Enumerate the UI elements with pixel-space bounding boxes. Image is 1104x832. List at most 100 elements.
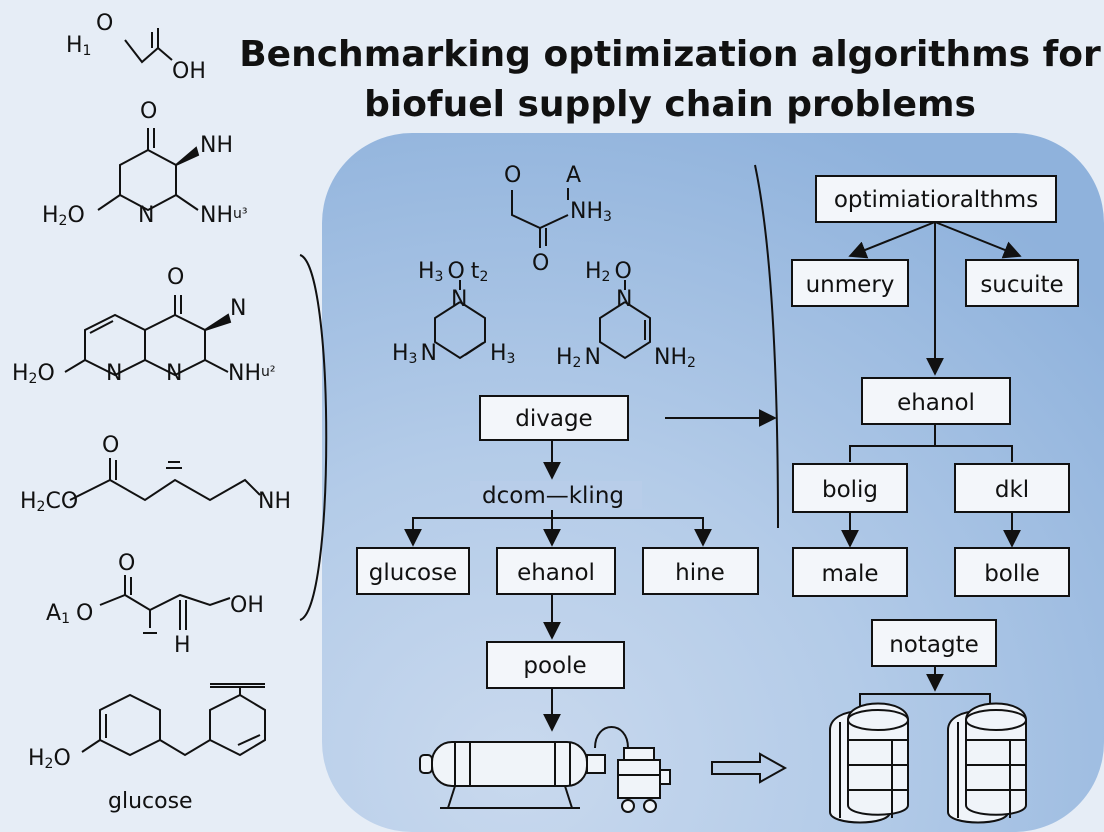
tank-right	[947, 702, 1027, 824]
title-line-1: Benchmarking optimization algorithms for	[239, 34, 1101, 75]
m3-n2: N	[166, 361, 182, 386]
m5-a1-o: O	[76, 601, 93, 626]
m2-nh3-sub: u³	[233, 206, 248, 222]
svg-text:NHu³: NHu³	[200, 203, 248, 228]
panel-molecules	[434, 188, 651, 360]
m3-o: O	[167, 265, 184, 290]
molecule-6	[81, 683, 266, 757]
pm-right-nh2: NH	[654, 345, 687, 370]
reactor-equipment	[419, 726, 671, 813]
pm-right-h2n-n: N	[584, 345, 600, 370]
box-male	[792, 547, 908, 597]
svg-text:NH2: NH2	[654, 345, 696, 371]
pm-right-n-top: N	[616, 287, 632, 312]
pm-right-nh2-sub: 2	[687, 355, 696, 371]
label-divage: divage	[515, 406, 592, 432]
bracket	[299, 254, 328, 621]
molecule-2	[97, 128, 200, 212]
box-bolle	[954, 547, 1070, 597]
pm-left-h3o-sub: 3	[435, 269, 444, 285]
box-hine	[642, 547, 759, 595]
pm-right-h2o-h: H	[585, 259, 602, 284]
svg-text:H2CO: H2CO	[20, 489, 78, 515]
pm-left-t2: t	[471, 259, 480, 284]
svg-text:H2N: H2N	[556, 345, 601, 371]
tank-left	[829, 702, 909, 824]
pm-left-n-top: N	[451, 287, 467, 312]
m3-nh2: NH	[228, 361, 261, 386]
svg-text:NH3: NH3	[570, 199, 612, 225]
page-title: Benchmarking optimization algorithms for…	[230, 30, 1104, 130]
label-hine: hine	[675, 560, 725, 586]
m5-oh: OH	[230, 593, 264, 618]
left-molecule-labels: H1 O OH O NH H2O N NHu³ O N H2O N N NHu²…	[12, 11, 291, 814]
svg-text:A1O: A1O	[46, 601, 93, 627]
flow-boxes	[356, 395, 759, 689]
label-unmery: unmery	[806, 272, 895, 298]
label-male: male	[821, 561, 878, 587]
title-line-2: biofuel supply chain problems	[364, 84, 976, 125]
box-ehanol-right	[861, 377, 1011, 425]
label-glucose: glucose	[369, 560, 457, 586]
svg-text:H1: H1	[66, 33, 91, 59]
m2-o: O	[140, 99, 157, 124]
m2-nh3: NH	[200, 203, 233, 228]
m3-h2o-o: O	[37, 361, 54, 386]
m5-o: O	[118, 551, 135, 576]
svg-text:NHu²: NHu²	[228, 361, 276, 386]
m6-h2o-sub: 2	[45, 756, 54, 772]
m4-h2co-co: CO	[45, 489, 78, 514]
pm-top-o2: O	[532, 251, 549, 276]
m1-o: O	[96, 11, 113, 36]
left-molecule-column	[64, 28, 266, 757]
pm-top-a: A	[566, 163, 581, 188]
label-ehanol-left: ehanol	[517, 560, 595, 586]
pm-right-h2n-h: H	[556, 345, 573, 370]
pm-top-nh3-sub: 3	[603, 209, 612, 225]
m4-o: O	[102, 433, 119, 458]
m1-h-sub: 1	[83, 43, 92, 59]
process-flow	[404, 409, 788, 784]
pm-left-h3n-sub: 3	[409, 351, 418, 367]
m3-h2o-h: H	[12, 361, 29, 386]
molecule-1	[124, 28, 173, 64]
m5-a1-sub: 1	[61, 611, 70, 627]
m3-h2o-sub: 2	[29, 371, 38, 387]
box-notagte	[871, 619, 997, 667]
box-divage	[479, 395, 629, 441]
svg-text:H2O: H2O	[585, 259, 632, 285]
m1-oh: OH	[172, 59, 206, 84]
tree-labels: optimiatioralthms unmery sucuite ehanol …	[806, 187, 1064, 658]
molecule-3	[64, 295, 232, 377]
m2-nh: NH	[200, 133, 233, 158]
label-ehanol-right: ehanol	[897, 390, 975, 416]
label-poole: poole	[523, 653, 586, 679]
pm-left-h3-h: H	[490, 341, 507, 366]
svg-text:H2O: H2O	[12, 361, 55, 387]
pm-right-h2n-sub: 2	[573, 355, 582, 371]
svg-text:H2O: H2O	[42, 203, 85, 229]
flow-labels: divage dcom—kling glucose ehanol hine po…	[369, 406, 725, 679]
label-bolig: bolig	[822, 477, 878, 503]
m4-h2co-h: H	[20, 489, 37, 514]
m6-h2o-h: H	[28, 746, 45, 771]
label-sucuite: sucuite	[980, 272, 1063, 298]
tree-boxes	[791, 175, 1079, 667]
label-dkl: dkl	[995, 477, 1029, 503]
pm-left-h3n-h: H	[392, 341, 409, 366]
box-unmery	[791, 259, 909, 307]
m5-h: H	[174, 633, 191, 658]
m2-n: N	[138, 203, 154, 228]
pm-top-o: O	[504, 163, 521, 188]
storage-tanks	[829, 702, 1027, 824]
pm-left-h3n-n: N	[420, 341, 436, 366]
box-dkl	[954, 463, 1070, 513]
label-root: optimiatioralthms	[834, 187, 1038, 213]
m2-h2o-h: H	[42, 203, 59, 228]
m2-h2o-o: O	[67, 203, 84, 228]
label-dcomkling: dcom—kling	[482, 483, 624, 509]
molecule-4	[69, 458, 261, 502]
